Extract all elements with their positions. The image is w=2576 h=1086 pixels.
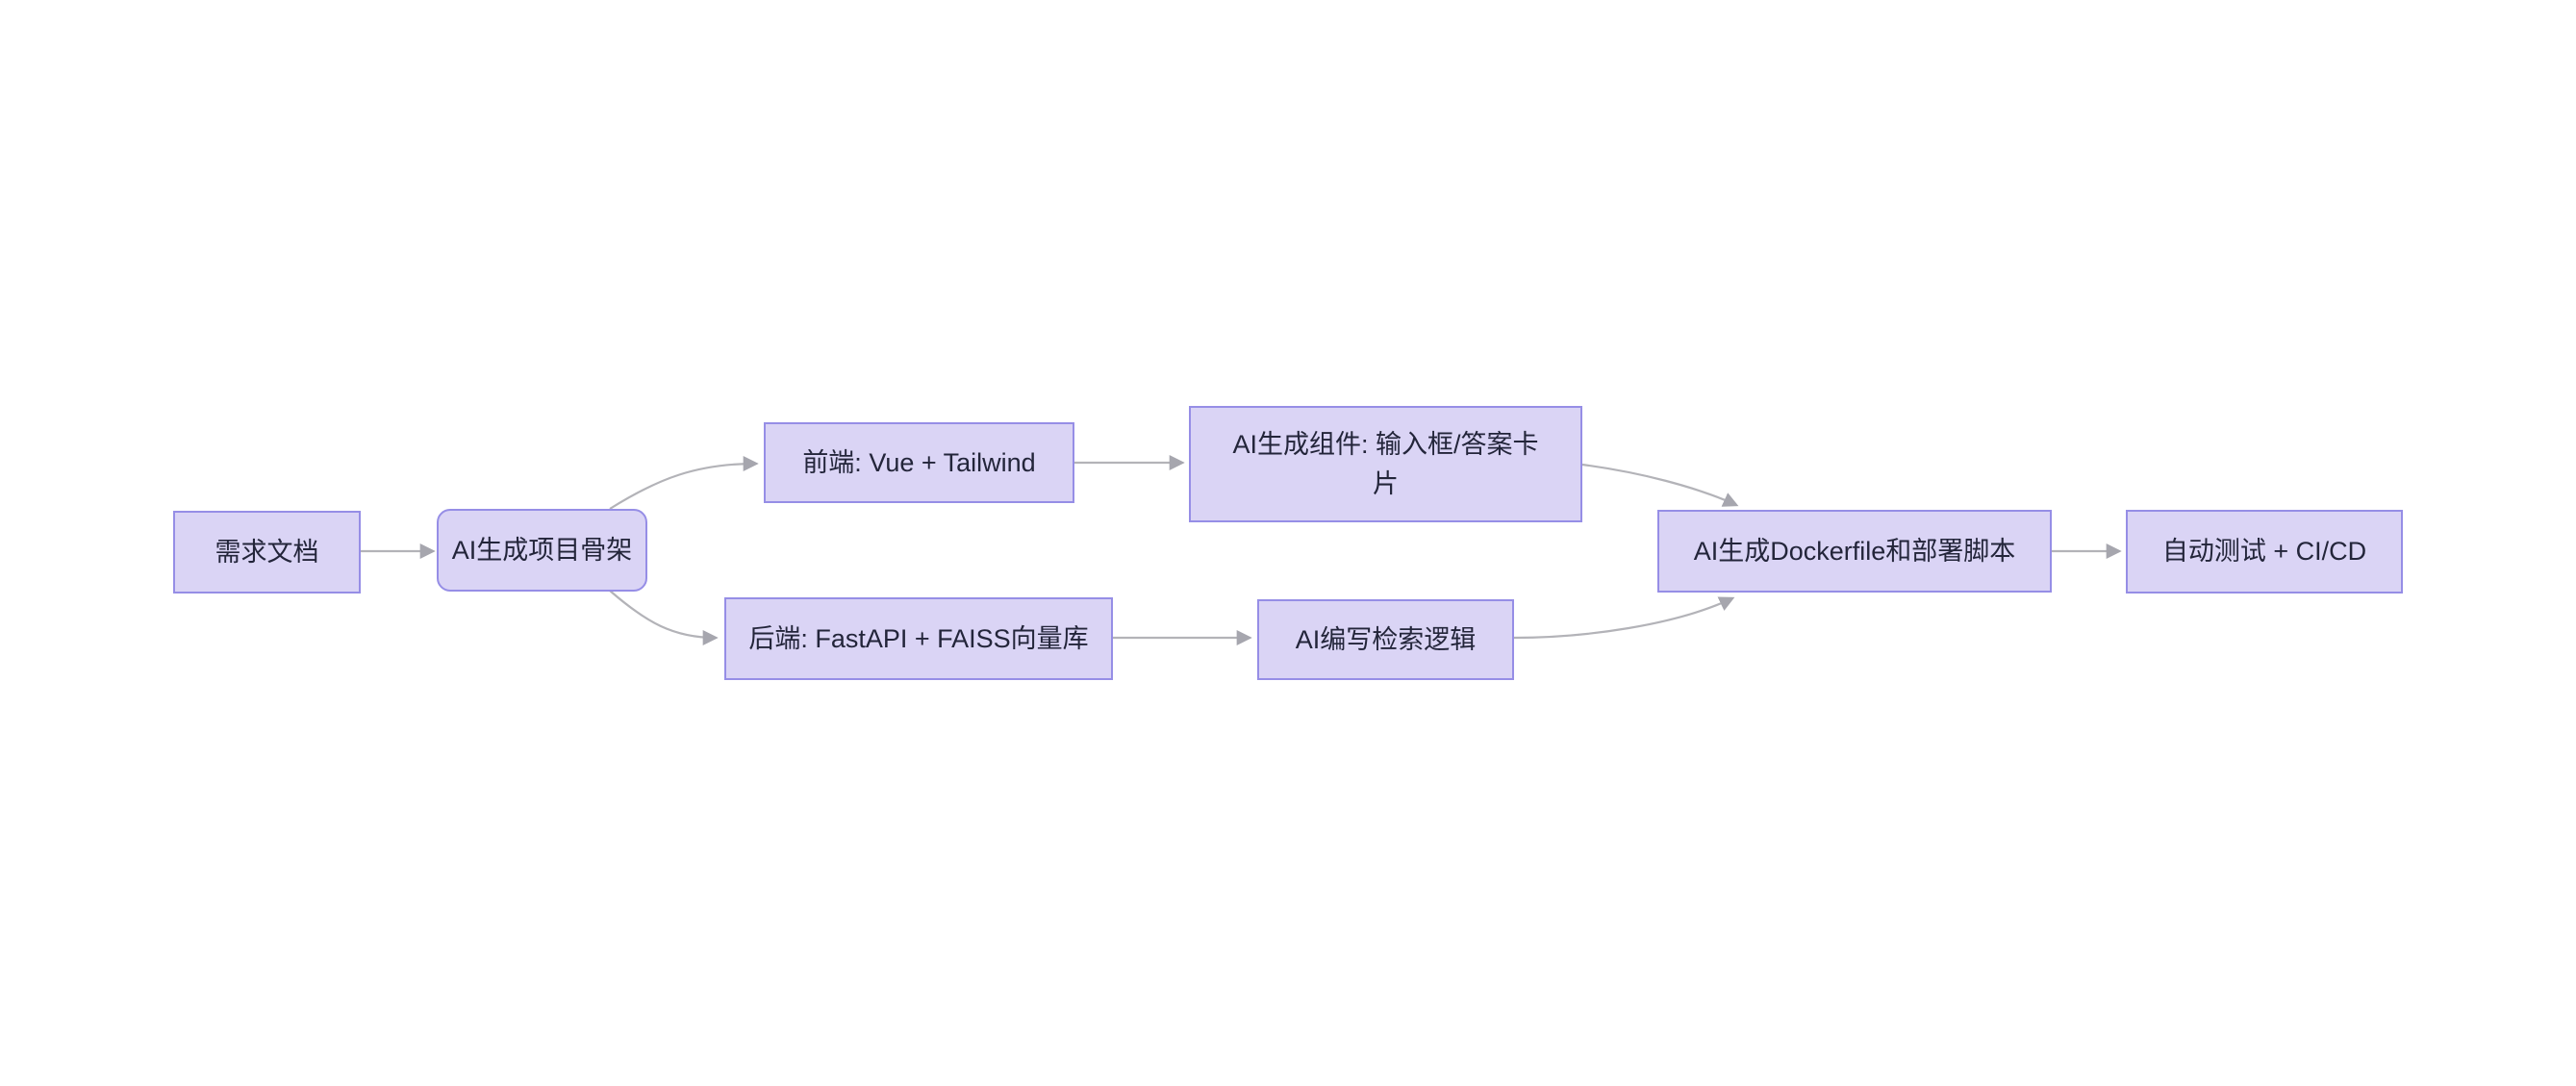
node-ci-label: 自动测试 + CI/CD [2161, 537, 2367, 566]
node-deploy-label: AI生成Dockerfile和部署脚本 [1693, 536, 2016, 566]
node-components: AI生成组件: 输入框/答案卡 片 [1189, 406, 1582, 522]
node-requirements: 需求文档 [173, 511, 361, 594]
node-retrieval: AI编写检索逻辑 [1257, 599, 1514, 680]
node-backend-label: 后端: FastAPI + FAISS向量库 [748, 623, 1089, 653]
node-frontend-label: 前端: Vue + Tailwind [802, 447, 1036, 477]
node-skeleton-label: AI生成项目骨架 [451, 535, 633, 565]
node-requirements-label: 需求文档 [215, 537, 319, 567]
node-ci: 自动测试 + CI/CD [2126, 510, 2403, 594]
edge-components-to-deploy [1581, 463, 1739, 507]
node-backend: 后端: FastAPI + FAISS向量库 [724, 597, 1113, 680]
node-components-label-line1: AI生成组件: 输入框/答案卡 [1232, 429, 1539, 459]
node-components-label-line2: 片 [1373, 468, 1399, 498]
node-deploy: AI生成Dockerfile和部署脚本 [1657, 510, 2052, 593]
edge-skeleton-to-backend [609, 590, 719, 645]
node-skeleton: AI生成项目骨架 [437, 509, 647, 592]
edge-retrieval-to-deploy [1513, 596, 1735, 640]
node-retrieval-label: AI编写检索逻辑 [1295, 624, 1477, 654]
edge-skeleton-to-frontend [609, 456, 759, 510]
node-frontend: 前端: Vue + Tailwind [764, 422, 1074, 503]
